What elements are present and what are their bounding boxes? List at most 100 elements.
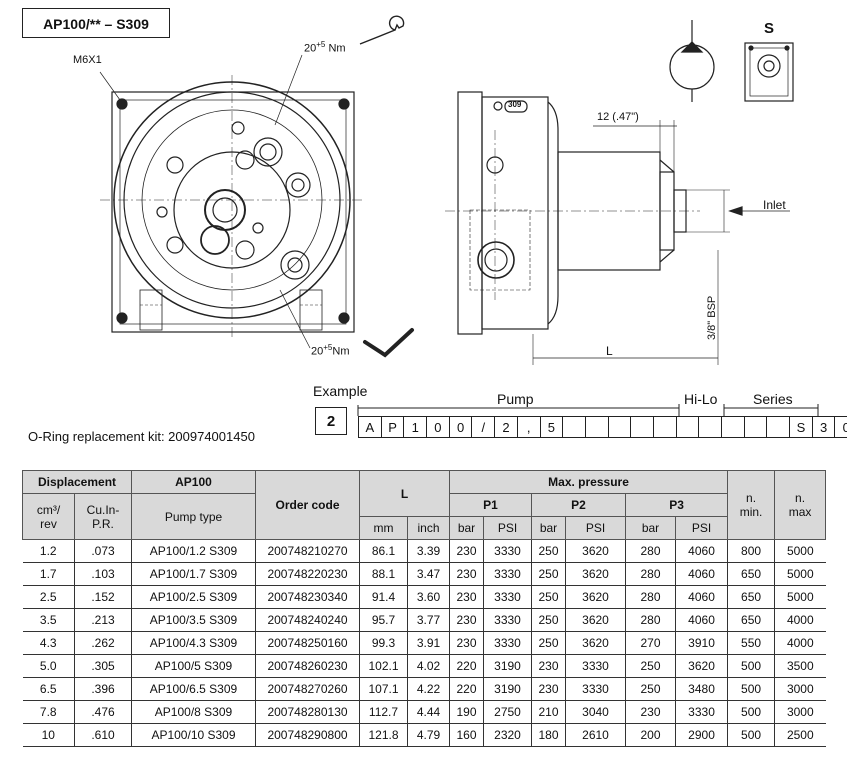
table-cell: 550: [727, 631, 775, 655]
code-cell: [766, 416, 790, 438]
table-cell: 3330: [565, 677, 626, 701]
table-cell: 3000: [774, 700, 826, 724]
table-cell: 2320: [483, 723, 532, 747]
table-cell: 2900: [674, 723, 728, 747]
th-cm3: cm³/ rev: [22, 493, 75, 540]
th-maxp: Max. pressure: [448, 470, 729, 494]
hilo-label: Hi-Lo: [684, 391, 718, 407]
code-cell: 2: [494, 416, 517, 438]
example-label: Example: [313, 383, 368, 399]
code-cell: [652, 416, 676, 438]
table-cell: AP100/1.2 S309: [131, 539, 256, 563]
view-s: [744, 42, 794, 102]
table-cell: 3910: [674, 631, 728, 655]
th-p2: P2: [531, 493, 626, 517]
code-cell: 5: [539, 416, 563, 438]
table-cell: 3330: [483, 608, 532, 632]
table-cell: 3.91: [407, 631, 450, 655]
table-cell: 200748250160: [255, 631, 360, 655]
table-cell: 4.3: [22, 631, 75, 655]
series-label: Series: [753, 391, 793, 407]
table-cell: 500: [727, 654, 775, 678]
table-cell: 3.77: [407, 608, 450, 632]
table-cell: 3.60: [407, 585, 450, 609]
table-cell: 650: [727, 585, 775, 609]
table-cell: 5000: [774, 585, 826, 609]
torque-top-unit: Nm: [328, 42, 346, 55]
table-cell: 7.8: [22, 700, 75, 724]
table-cell: .610: [74, 723, 132, 747]
th-nmax: n. max: [774, 470, 827, 540]
dim-12: 12 (.47"): [597, 111, 639, 123]
table-cell: 250: [531, 631, 566, 655]
table-cell: 200748210270: [255, 539, 360, 563]
table-cell: 280: [625, 539, 676, 563]
table-cell: 3330: [674, 700, 728, 724]
front-flange: [111, 91, 355, 333]
table-cell: 280: [625, 585, 676, 609]
table-cell: 160: [449, 723, 484, 747]
th-L: L: [359, 470, 450, 517]
table-cell: 2750: [483, 700, 532, 724]
code-cell: 0: [834, 416, 847, 438]
bolt-hole: [116, 98, 128, 110]
code-cell: [584, 416, 608, 438]
table-cell: 280: [625, 608, 676, 632]
table-cell: 99.3: [359, 631, 408, 655]
code-cell: [743, 416, 767, 438]
table-cell: 10: [22, 723, 75, 747]
table-cell: 3330: [483, 585, 532, 609]
code-cell: [562, 416, 585, 438]
table-cell: 3480: [674, 677, 728, 701]
code-cell: 0: [426, 416, 449, 438]
code-cell: 1: [403, 416, 427, 438]
table-cell: .476: [74, 700, 132, 724]
table-cell: 3620: [565, 585, 626, 609]
torque-bottom-unit: Nm: [332, 345, 350, 358]
code-cell: A: [358, 416, 381, 438]
th-displacement: Displacement: [22, 470, 132, 494]
table-cell: 190: [449, 700, 484, 724]
table-cell: 88.1: [359, 562, 408, 586]
page-title: AP100/** – S309: [22, 8, 170, 38]
table-cell: 2610: [565, 723, 626, 747]
code-cell: 3: [811, 416, 835, 438]
table-cell: 280: [625, 562, 676, 586]
table-cell: 220: [449, 654, 484, 678]
table-cell: 3330: [483, 539, 532, 563]
th-cuin: Cu.In- P.R.: [74, 493, 132, 540]
table-cell: 121.8: [359, 723, 408, 747]
code-cell: [698, 416, 721, 438]
table-cell: 3.47: [407, 562, 450, 586]
table-cell: 250: [531, 608, 566, 632]
table-cell: AP100/5 S309: [131, 654, 256, 678]
table-cell: 230: [449, 562, 484, 586]
table-cell: 107.1: [359, 677, 408, 701]
table-cell: AP100/3.5 S309: [131, 608, 256, 632]
th-p2-bar: bar: [531, 516, 566, 540]
view-s-label: S: [764, 20, 775, 37]
dim-L: L: [606, 344, 613, 358]
torque-top-base: 20: [304, 42, 317, 55]
table-cell: 230: [449, 539, 484, 563]
table-cell: 91.4: [359, 585, 408, 609]
table-cell: 4000: [774, 608, 826, 632]
bsp-label: 3/8" BSP: [706, 295, 718, 340]
table-cell: 4060: [674, 585, 728, 609]
table-cell: 2.5: [22, 585, 75, 609]
oring-kit: O-Ring replacement kit: 200974001450: [28, 429, 255, 444]
table-cell: 230: [449, 585, 484, 609]
pump-drawing: [99, 15, 794, 365]
torque-bottom: 20+5Nm: [311, 343, 349, 358]
code-cell: S: [789, 416, 812, 438]
table-cell: 95.7: [359, 608, 408, 632]
table-cell: 210: [531, 700, 566, 724]
table-cell: 220: [449, 677, 484, 701]
table-cell: 4.44: [407, 700, 450, 724]
thread-label: M6X1: [73, 54, 102, 66]
table-cell: 500: [727, 723, 775, 747]
table-cell: 3.5: [22, 608, 75, 632]
table-cell: 3620: [565, 608, 626, 632]
